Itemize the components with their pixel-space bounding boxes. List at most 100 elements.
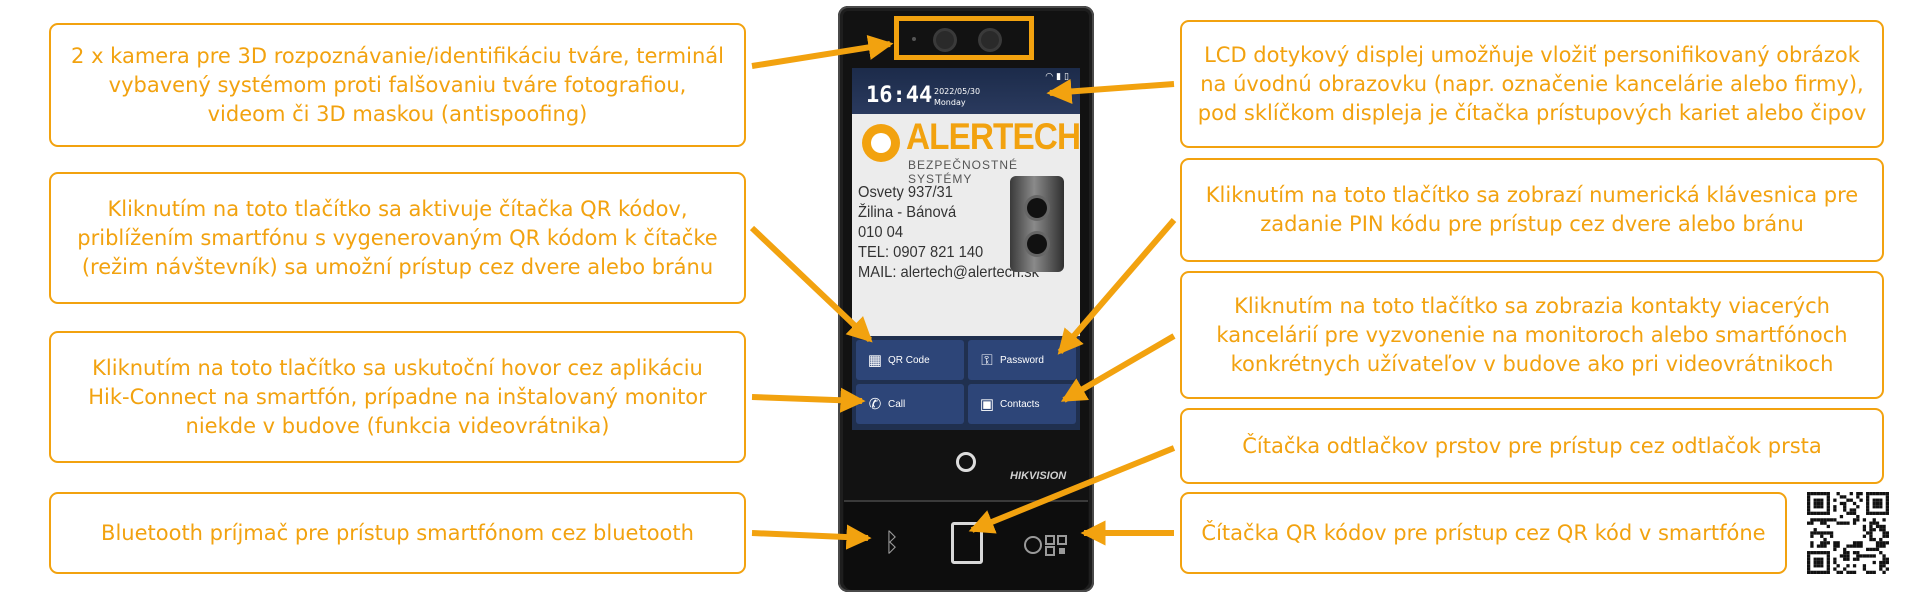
qr-module	[1879, 551, 1883, 555]
qr-module	[1846, 564, 1850, 568]
lcd-screen[interactable]: 16:44 2022/05/30 Monday ◠▮▯ ALERTECH BEZ…	[852, 68, 1080, 430]
qr-module	[1862, 554, 1867, 558]
qr-module	[1826, 511, 1830, 515]
qr-module	[1820, 570, 1824, 574]
qr-module	[1856, 495, 1860, 499]
qr-module	[1807, 564, 1811, 568]
callout-bluetooth-text: Bluetooth príjmač pre prístup smartfónom…	[101, 520, 694, 545]
qr-module	[1810, 534, 1814, 538]
qr-module	[1807, 551, 1811, 555]
callout-lcd: LCD dotykový displej umožňuje vložiť per…	[1180, 20, 1884, 148]
qr-module	[1872, 511, 1876, 515]
qr-module	[1843, 495, 1847, 499]
qr-module	[1882, 570, 1886, 574]
qr-module	[1826, 570, 1830, 574]
qr-module	[1816, 501, 1821, 506]
call-button[interactable]: ✆Call	[856, 384, 964, 424]
logo-title: ALERTECH	[906, 116, 1080, 157]
qr-module	[1813, 492, 1817, 496]
qr-module	[1833, 557, 1837, 561]
qr-module	[1885, 567, 1889, 571]
qr-module	[1885, 560, 1889, 565]
qr-module	[1875, 511, 1880, 515]
qr-module	[1836, 492, 1840, 496]
qr-module	[1856, 541, 1860, 545]
qr-module	[1826, 505, 1830, 509]
qr-module	[1852, 544, 1857, 548]
address-line: MAIL: alertech@alertech.sk	[858, 264, 1040, 281]
contacts-button[interactable]: ▣ Contacts	[968, 384, 1076, 424]
qr-module	[1813, 528, 1817, 532]
date: 2022/05/30	[934, 87, 981, 96]
qr-module	[1820, 518, 1824, 522]
password-button-label: Password	[1000, 354, 1044, 366]
qr-module	[1859, 498, 1863, 502]
screen-button-area: ▦QR Code ⚿Password ✆Call ▣ Contacts	[852, 336, 1080, 430]
qr-module	[1866, 554, 1870, 558]
qr-module	[1816, 564, 1821, 568]
qr-module	[1846, 511, 1850, 515]
qr-module	[1846, 498, 1850, 502]
callout-fingerprint: Čítačka odtlačkov prstov pre prístup cez…	[1180, 408, 1884, 484]
qr-module	[1843, 567, 1847, 571]
password-button[interactable]: ⚿Password	[968, 340, 1076, 380]
qr-module	[1882, 511, 1886, 515]
qr-module	[1872, 492, 1876, 496]
qr-module	[1807, 521, 1811, 525]
qr-module	[1866, 495, 1870, 499]
qr-module	[1869, 534, 1873, 538]
qr-module	[1869, 524, 1873, 529]
qr-module	[1872, 518, 1876, 522]
contacts-icon: ▣	[979, 396, 995, 413]
signal-icon: ▮	[1056, 72, 1065, 82]
qr-module	[1885, 508, 1889, 512]
qr-module	[1869, 492, 1873, 496]
qr-module	[1856, 554, 1860, 558]
qr-module	[1839, 554, 1844, 558]
qr-module	[1807, 570, 1811, 574]
qr-module	[1882, 557, 1886, 561]
qr-module	[1852, 508, 1857, 512]
qr-module	[1823, 511, 1827, 515]
qr-module	[1879, 492, 1883, 496]
callout-contacts-button-text: Kliknutím na toto tlačítko sa zobrazia k…	[1216, 293, 1848, 376]
callout-call-button-text: Kliknutím na toto tlačítko sa uskutoční …	[88, 355, 707, 438]
qr-module	[1816, 551, 1821, 555]
qr-module	[1820, 551, 1824, 555]
qr-module	[1872, 528, 1876, 532]
wifi-icon: ◠	[1045, 72, 1057, 82]
callout-contacts-button: Kliknutím na toto tlačítko sa zobrazia k…	[1180, 271, 1884, 399]
qr-module	[1833, 541, 1837, 545]
qr-module	[1869, 511, 1873, 515]
qr-module	[1859, 492, 1863, 496]
callout-password-button: Kliknutím na toto tlačítko sa zobrazí nu…	[1180, 158, 1884, 262]
contacts-button-label: Contacts	[1000, 398, 1040, 410]
qr-module	[1820, 534, 1824, 538]
qr-module	[1820, 492, 1824, 496]
fingerprint-icon[interactable]	[951, 522, 983, 564]
qr-code-button[interactable]: ▦QR Code	[856, 340, 964, 380]
qr-module	[1852, 541, 1857, 545]
callout-camera: 2 x kamera pre 3D rozpoznávanie/identifi…	[49, 23, 746, 147]
qr-module	[1852, 521, 1857, 525]
qr-module	[1813, 511, 1817, 515]
qr-module	[1882, 528, 1886, 532]
camera-icon	[981, 31, 999, 49]
qr-module	[1843, 554, 1847, 558]
qr-module	[1826, 560, 1830, 565]
qr-module	[1816, 570, 1821, 574]
camera-product-image	[1010, 176, 1064, 272]
qr-module	[1856, 557, 1860, 561]
qr-module	[1875, 544, 1880, 548]
callout-qr-button: Kliknutím na toto tlačítko sa aktivuje č…	[49, 172, 746, 304]
qr-module	[1846, 557, 1850, 561]
qr-module	[1856, 492, 1860, 496]
qr-module	[1879, 560, 1883, 565]
qr-module	[1859, 541, 1863, 545]
qr-module	[1869, 521, 1873, 525]
qr-module	[1833, 498, 1837, 502]
qr-module	[1816, 518, 1821, 522]
qr-module	[1859, 554, 1863, 558]
qr-module	[1836, 570, 1840, 574]
home-button-icon[interactable]	[956, 452, 976, 472]
